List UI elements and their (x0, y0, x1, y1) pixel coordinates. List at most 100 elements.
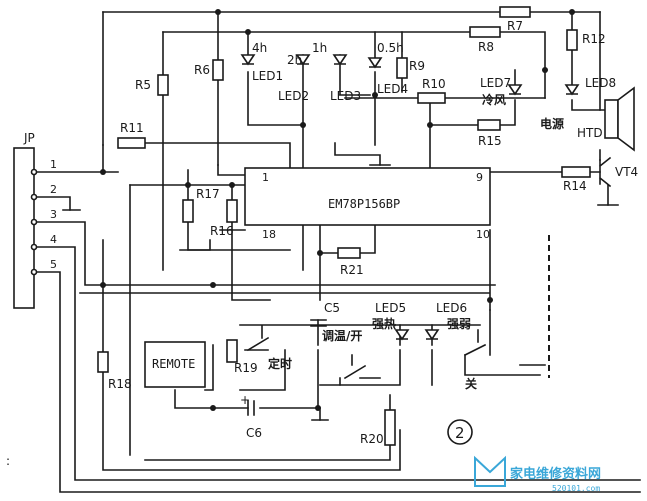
timer-switch (246, 325, 270, 352)
label-2h: 2h (287, 53, 302, 67)
resistor-r21 (337, 247, 361, 259)
ic-name: EM78P156BP (328, 197, 400, 211)
label-led6: LED6 (436, 301, 467, 315)
resistor-r18 (97, 351, 109, 373)
label-r14: R14 (563, 179, 587, 193)
led3-symbol (332, 54, 348, 66)
resistor-r15 (477, 119, 501, 131)
label-led2: LED2 (278, 89, 309, 103)
label-led7: LED7 (480, 76, 511, 90)
resistor-r5 (157, 74, 169, 96)
led-symbols (240, 54, 580, 341)
label-led4: LED4 (377, 82, 408, 96)
resistor-r6 (212, 59, 224, 81)
label-strong-weak: 强弱 (447, 316, 471, 331)
led8-symbol (564, 84, 580, 96)
label-0-5h: 0.5h (377, 41, 404, 55)
temp-on-switch (343, 354, 367, 380)
watermark: 家电维修资料网 520101.com (474, 455, 601, 493)
label-4h: 4h (252, 41, 267, 55)
ic-em78p156bp: EM78P156BP 1 18 9 10 (244, 167, 491, 241)
capacitor-c6: + C6 (240, 393, 262, 440)
buzzer-htd: HTD (577, 86, 635, 152)
resistor-r8 (469, 26, 501, 38)
label-led8: LED8 (585, 76, 616, 90)
label-r12: R12 (582, 32, 606, 46)
label-led1: LED1 (252, 69, 283, 83)
resistor-bodies (97, 6, 591, 446)
resistor-r14 (561, 166, 591, 178)
label-r21: R21 (340, 263, 364, 277)
label-1h: 1h (312, 41, 327, 55)
ground-symbols (311, 164, 619, 421)
label-r20: R20 (360, 432, 384, 446)
label-remote: REMOTE (152, 357, 195, 371)
label-led3: LED3 (330, 89, 361, 103)
led4-symbol (367, 57, 383, 69)
label-r10: R10 (422, 77, 446, 91)
watermark-logo-icon (474, 455, 506, 487)
watermark-text: 家电维修资料网 (510, 466, 601, 482)
resistor-r19 (226, 339, 238, 363)
resistor-r20 (384, 409, 396, 446)
label-temp-on: 调温/开 (322, 329, 362, 343)
ic-pin-1: 1 (262, 171, 269, 184)
label-c6: C6 (246, 426, 262, 440)
switch-symbols (246, 325, 487, 380)
resistor-r12 (566, 29, 578, 51)
figure-number-label: 2 (455, 424, 465, 442)
wires (33, 11, 641, 493)
label-cold-wind: 冷风 (482, 92, 506, 107)
led-labels: LED1 LED2 LED3 LED4 LED5 LED6 LED7 LED8 (252, 69, 616, 315)
label-r18: R18 (108, 377, 132, 391)
led7-symbol (507, 84, 523, 96)
resistor-r11 (117, 137, 146, 149)
margin-mark: : (6, 454, 10, 468)
figure-number: 2 (447, 419, 473, 445)
resistor-r10 (417, 92, 446, 104)
led2-symbol (295, 54, 311, 66)
label-r15: R15 (478, 134, 502, 148)
label-strong-heat: 强热 (372, 316, 396, 331)
led5-symbol (394, 329, 410, 341)
label-c5: C5 (324, 301, 340, 315)
label-r7: R7 (507, 19, 523, 33)
ic-pin-9: 9 (476, 171, 483, 184)
label-off: 关 (465, 376, 477, 391)
pin-3-label: 3 (50, 208, 57, 221)
pin-5-label: 5 (50, 258, 57, 271)
resistor-r16 (226, 199, 238, 223)
off-switch (463, 329, 487, 357)
pin-4-label: 4 (50, 233, 57, 246)
pin-1-label: 1 (50, 158, 57, 171)
capacitor-c5: C5 (310, 301, 340, 327)
label-r5: R5 (135, 78, 151, 92)
label-r9: R9 (409, 59, 425, 73)
label-r17: R17 (196, 187, 220, 201)
label-led5: LED5 (375, 301, 406, 315)
resistor-r9 (396, 57, 408, 79)
label-r11: R11 (120, 121, 144, 135)
remote-receiver: REMOTE (144, 341, 206, 388)
resistor-r17 (182, 199, 194, 223)
ic-pin-10: 10 (476, 228, 490, 241)
c6-polarity: + (240, 393, 250, 407)
label-power: 电源 (540, 116, 564, 131)
resistor-r7 (499, 6, 531, 18)
label-r6: R6 (194, 63, 210, 77)
label-htd: HTD (577, 126, 603, 140)
chinese-labels: 冷风 电源 调温/开 强热 强弱 定时 关 (268, 92, 564, 391)
connector-label: JP (23, 131, 35, 145)
watermark-url: 520101.com (552, 484, 600, 493)
label-r16: R16 (210, 224, 234, 238)
led6-symbol (424, 329, 440, 341)
pin-2-label: 2 (50, 183, 57, 196)
resistor-labels: R5 R6 R7 R8 R9 R10 R11 R12 R14 R15 R16 R… (108, 19, 606, 446)
label-r19: R19 (234, 361, 258, 375)
label-timer: 定时 (268, 356, 292, 371)
timer-labels: 4h 2h 1h 0.5h (252, 41, 404, 67)
label-vt4: VT4 (615, 165, 638, 179)
transistor-vt4: VT4 (598, 156, 638, 188)
connector-jp: JP 1 2 3 4 5 (13, 131, 81, 309)
